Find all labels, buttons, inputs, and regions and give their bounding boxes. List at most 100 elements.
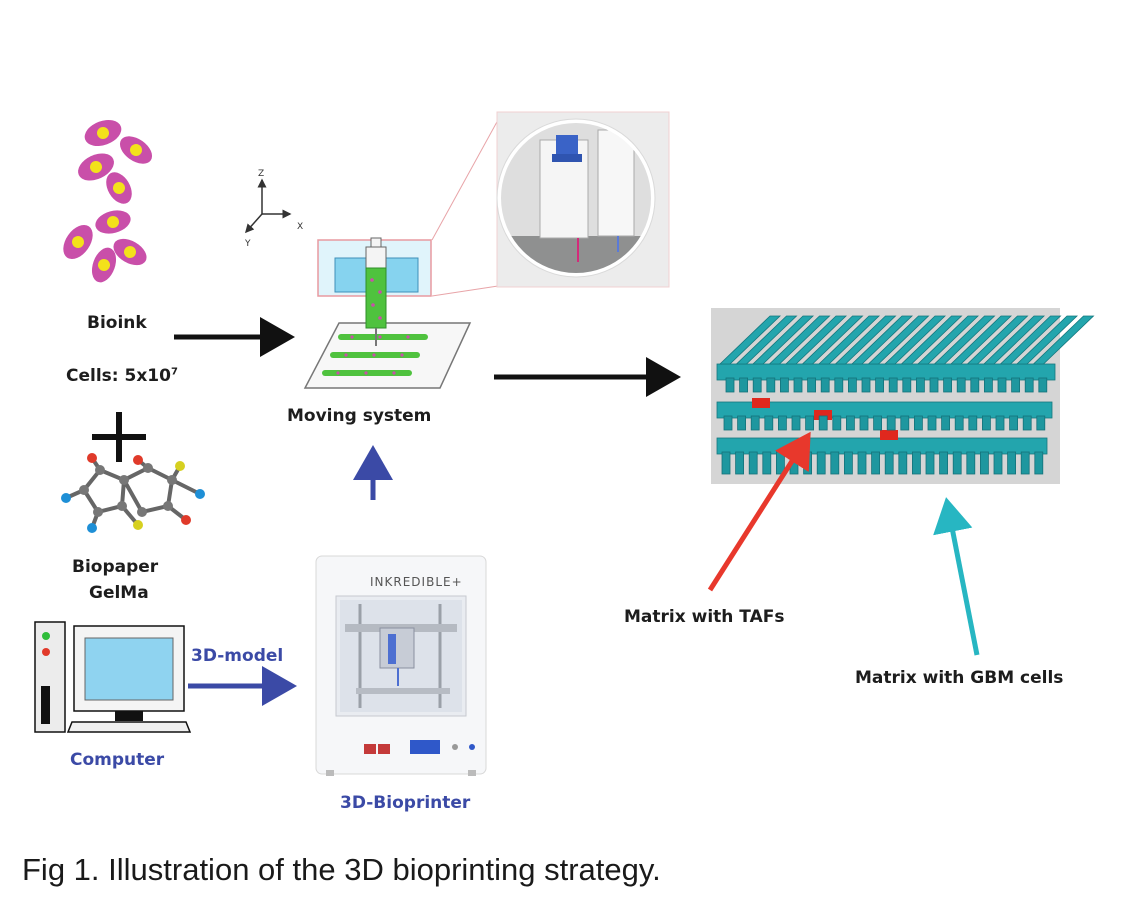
scaffold-rod bbox=[725, 377, 735, 393]
scaffold-rod bbox=[857, 451, 867, 475]
scaffold-rod bbox=[1009, 415, 1018, 431]
scaffold-rod bbox=[884, 451, 894, 475]
scaffold-rod bbox=[803, 451, 812, 475]
scaffold-rod bbox=[1022, 415, 1032, 431]
scaffold-top-rod bbox=[818, 315, 880, 365]
scaffold-rod bbox=[778, 415, 787, 431]
scaffold-rod bbox=[1011, 377, 1020, 393]
scaffold-rod bbox=[982, 415, 991, 431]
scaffold-rod bbox=[925, 451, 935, 475]
scaffold-rod bbox=[968, 415, 978, 431]
scaffold-rod bbox=[1024, 377, 1034, 393]
scaffold-rod bbox=[780, 377, 789, 393]
scaffold-rod bbox=[793, 377, 803, 393]
scaffold-rod bbox=[875, 377, 884, 393]
scaffold-rod bbox=[970, 377, 980, 393]
scaffold-top-rod bbox=[966, 315, 1029, 365]
scaffold-top-rod bbox=[752, 315, 814, 365]
scaffold-rod bbox=[721, 451, 731, 475]
scaffold-top-rod bbox=[834, 315, 897, 365]
scaffold-top-rod bbox=[884, 315, 946, 365]
scaffold-rod bbox=[762, 451, 772, 475]
moving-system-label: Moving system bbox=[287, 406, 432, 426]
scaffold-top-rod bbox=[1032, 315, 1095, 365]
scaffold-rod bbox=[941, 415, 950, 431]
matrix-tafs-label: Matrix with TAFs bbox=[624, 607, 785, 627]
axis-y-label: Y bbox=[244, 239, 251, 249]
scaffold-top-rod bbox=[867, 315, 930, 365]
scaffold-rod bbox=[898, 451, 908, 475]
scaffold-rod bbox=[723, 415, 733, 431]
scaffold-rod bbox=[832, 415, 842, 431]
scaffold-top-rod bbox=[768, 315, 831, 365]
bioprinter-label: 3D-Bioprinter bbox=[340, 793, 471, 813]
scaffold-rod bbox=[927, 415, 937, 431]
molecule-icon bbox=[61, 453, 205, 533]
biopaper-label: Biopaper bbox=[72, 557, 159, 577]
scaffold-rod bbox=[900, 415, 910, 431]
scaffold-rod bbox=[846, 415, 855, 431]
cells-count-label: Cells: 5x107 bbox=[66, 366, 178, 386]
scaffold-rod bbox=[739, 377, 748, 393]
scaffold-rod bbox=[766, 377, 776, 393]
printer-brand-text: INKREDIBLE+ bbox=[370, 575, 463, 589]
scaffold-rod bbox=[848, 377, 857, 393]
computer-icon bbox=[34, 621, 192, 733]
scaffold-rod bbox=[1036, 415, 1046, 431]
scaffold-top-rod bbox=[735, 315, 798, 365]
scaffold-rod bbox=[834, 377, 844, 393]
scaffold-rod bbox=[818, 415, 828, 431]
taf-cell bbox=[752, 398, 770, 408]
printhead-zoom-photo bbox=[496, 111, 670, 288]
cells-illustration bbox=[63, 119, 153, 283]
scaffold-rod bbox=[1038, 377, 1048, 393]
scaffold-rod bbox=[952, 451, 962, 475]
scaffold-rod bbox=[816, 451, 826, 475]
scaffold-top-rod bbox=[900, 315, 963, 365]
scaffold-top-rod bbox=[933, 315, 996, 365]
scaffold-rod bbox=[873, 415, 882, 431]
scaffold-top-rod bbox=[785, 315, 847, 365]
three-d-model-label: 3D-model bbox=[191, 646, 284, 666]
bioink-label: Bioink bbox=[87, 313, 147, 333]
scaffold-rod bbox=[764, 415, 774, 431]
scaffold-rod bbox=[1020, 451, 1030, 475]
scaffold-rod bbox=[916, 377, 925, 393]
scaffold-rod bbox=[956, 377, 966, 393]
scaffold-rod bbox=[752, 377, 762, 393]
scaffold-rod bbox=[844, 451, 853, 475]
cells-count-exponent: 7 bbox=[170, 366, 178, 378]
scaffold-top-rod bbox=[917, 315, 979, 365]
axis-z-label: Z bbox=[258, 169, 264, 179]
scaffold-rod bbox=[914, 415, 923, 431]
scaffold-rod bbox=[830, 451, 840, 475]
taf-cell bbox=[814, 410, 832, 420]
gbm-arrow bbox=[933, 497, 980, 656]
scaffold-top-rod bbox=[950, 315, 1012, 365]
scaffold-rod bbox=[984, 377, 993, 393]
scaffold-rod bbox=[737, 415, 746, 431]
scaffold-top-rod bbox=[983, 315, 1045, 365]
scaffold-rod bbox=[807, 377, 816, 393]
scaffold-illustration bbox=[711, 308, 1095, 484]
scaffold-rod bbox=[1007, 451, 1016, 475]
axis-x-label: X bbox=[297, 222, 303, 232]
cells-count-base: Cells: 5x10 bbox=[66, 366, 171, 386]
scaffold-rod bbox=[861, 377, 871, 393]
computer-label: Computer bbox=[70, 750, 165, 770]
scaffold-rod bbox=[886, 415, 896, 431]
matrix-gbm-label: Matrix with GBM cells bbox=[855, 668, 1064, 688]
scaffold-rod bbox=[995, 415, 1005, 431]
scaffold-top-rod bbox=[999, 315, 1062, 365]
figure-caption: Fig 1. Illustration of the 3D bioprintin… bbox=[22, 852, 661, 887]
scaffold-rod bbox=[888, 377, 898, 393]
scaffold-rod bbox=[748, 451, 758, 475]
scaffold-top-rod bbox=[719, 315, 781, 365]
scaffold-rod bbox=[954, 415, 964, 431]
scaffold-rod bbox=[997, 377, 1007, 393]
scaffold-rod bbox=[735, 451, 744, 475]
scaffold-rod bbox=[871, 451, 880, 475]
scaffold-rod bbox=[902, 377, 912, 393]
